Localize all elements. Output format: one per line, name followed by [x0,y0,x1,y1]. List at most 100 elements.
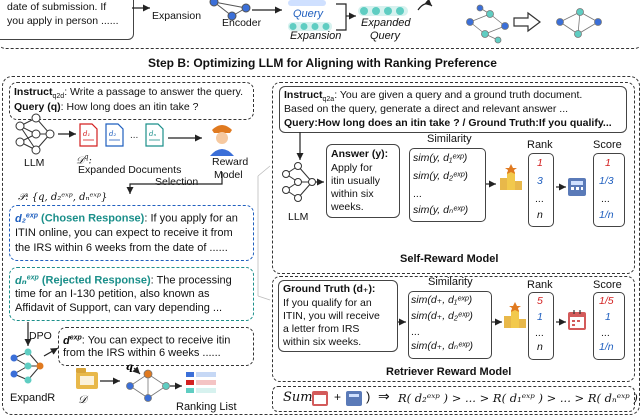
top-graph-icon-left [466,4,509,44]
ret-rank-box [528,292,554,360]
dexp-line-2: from the IRS within 6 weeks ...... [63,347,221,359]
self-score-4: 1/n [599,209,614,221]
self-rank-header: Rank [527,139,553,151]
dexp-symbol: dexp [63,334,82,347]
reward-model-person-icon [210,125,234,156]
self-sim-4: sim(y, dₙᵉˣᵖ) [413,204,469,216]
formula-close: ) [366,389,371,404]
svg-text:d₂: d₂ [109,130,116,138]
reward-model-label-1: Reward [212,156,249,168]
self-llm-label: LLM [288,211,309,223]
dexp-line-1: dexp: You can expect to receive itin [63,331,230,348]
ret-sim-2: sim(d₊, d₂ᵉˣᵖ) [411,310,473,322]
instruct-q2a-sub: q2a [322,96,335,104]
chosen-line-2: ITIN online, you can expect to receive i… [15,227,233,239]
ground-truth-label: Ground Truth (d₊): [283,283,376,295]
chosen-d2-symbol: d₂exp [15,212,38,225]
self-podium-icon [500,164,522,190]
ret-sim-3: ... [411,326,420,338]
query-label: Query (q) [14,101,61,113]
corpus-d-label: 𝒟 [78,393,87,406]
instruct-sub: q2d [52,93,65,101]
expanded-docs-label: Expanded Documents [78,164,182,176]
formula-calculator-icon [346,391,362,406]
answer-line-2: itin usually [331,175,381,187]
step-b-title: Step B: Optimizing LLM for Aligning with… [148,56,497,70]
top-query-label: Query [293,8,323,20]
chosen-line-1: d₂exp (Chosen Response): If you apply fo… [15,209,238,226]
rejected-line-1: dₙexp (Rejected Response): The processin… [15,271,232,288]
left-instruct-box: Instructq2d: Write a passage to answer t… [9,82,254,120]
retriever-q-label: q [126,362,133,373]
selection-label: Selection [155,176,199,188]
chosen-line-3: the IRS within 6 weeks from the date of … [15,242,228,254]
instruct-q2a-line-2: Based on the query, generate a direct an… [284,103,569,115]
ret-sim-4: sim(d₊, dₙᵉˣᵖ) [411,340,474,352]
connector-self [257,165,271,177]
ground-truth-line-1: If you qualify for an [283,297,372,309]
self-score-1: 1 [605,157,611,169]
ground-truth-line-2: ITIN, you will receive [283,310,380,322]
formula-container [272,386,635,412]
formula-ranking: R( d₂ᵉˣᵖ ) > ... > R( d₁ᵉˣᵖ ) > ... > R(… [398,391,638,405]
ret-similarity-box [408,291,492,359]
retriever-reward-caption: Retriever Reward Model [386,366,512,378]
instruct-label: Instruct [14,86,53,98]
ret-score-4: 1/n [599,341,614,353]
ground-truth-box: Ground Truth (d₊): If you qualify for an… [278,280,398,352]
self-sim-2: sim(y, d₂ᵉˣᵖ) [413,170,468,182]
answer-box: Answer (y): Apply for itin usually withi… [326,144,400,218]
self-score-box [593,153,625,227]
svg-text:...: ... [130,130,138,141]
preference-set: 𝒫: {q, d₂ᵉˣᵖ, dₙᵉˣᵖ} [18,192,108,203]
ret-score-3: ... [601,327,610,339]
answer-line-4: weeks. [331,201,364,213]
ret-podium-icon [504,302,526,328]
formula-calendar-icon [312,391,328,406]
ret-score-calendar-icon [568,310,586,330]
expandr-network-icon [10,348,44,384]
ret-score-header: Score [593,279,622,291]
doc-set-sub: q [83,153,89,161]
query-text: : How long does an itin take ? [60,101,199,113]
top-expanded-query-label: Query [370,30,400,42]
chosen-label: (Chosen Response) [41,212,145,225]
top-graph-icon-right [556,8,602,38]
self-rank-4: n [537,209,543,221]
expanded-doc-icons: d₁ d₂ ... dₙ [79,123,164,147]
left-llm-label: LLM [24,157,45,169]
ret-score-2: 1 [605,311,611,323]
ret-sim-1: sim(d₊, d₁ᵉˣᵖ) [411,294,473,306]
self-score-calculator-icon [568,178,586,196]
dpo-label: DPO [29,330,52,342]
dexp-text-1: : You can expect to receive itin [81,334,231,347]
formula-plus: + [334,390,342,404]
self-rank-3: ... [535,193,544,205]
ret-score-1: 1/5 [599,295,614,307]
top-expanded-query-icon [358,6,408,16]
selection-arrow [126,172,223,194]
expandr-label: ExpandR [10,392,56,404]
answer-line-1: Apply for [331,162,373,174]
ret-rank-3: ... [535,327,544,339]
instruct-q2a-line-3: Query:How long does an itin take ? / Gro… [284,117,612,129]
q-to-graph-arrow [132,366,141,375]
doc-icon-1: d₁ [79,123,98,147]
rejected-line-3: Affidavit of Support, can vary depending… [15,302,223,314]
chosen-response-box: d₂exp (Chosen Response): If you apply fo… [9,205,254,261]
rejected-dn-symbol: dₙexp [15,274,39,287]
left-llm-icon [15,113,55,155]
top-bracket [336,3,347,31]
answer-line-3: within six [331,188,374,200]
top-expansion-vector-icon [288,22,332,31]
ground-truth-line-3: a letter from IRS [283,323,360,335]
top-box-line-2: you apply in person ...... [7,15,119,27]
top-arrow-out [417,0,433,11]
rejected-label: (Rejected Response) [41,274,151,287]
self-sim-1: sim(y, d₁ᵉˣᵖ) [413,152,468,164]
ret-rank-2: 1 [537,311,543,323]
instruct-q2a-box: Instructq2a: You are given a query and a… [279,86,627,133]
rejected-text-1: : The processing [150,274,232,287]
svg-text:dₙ: dₙ [149,130,156,138]
